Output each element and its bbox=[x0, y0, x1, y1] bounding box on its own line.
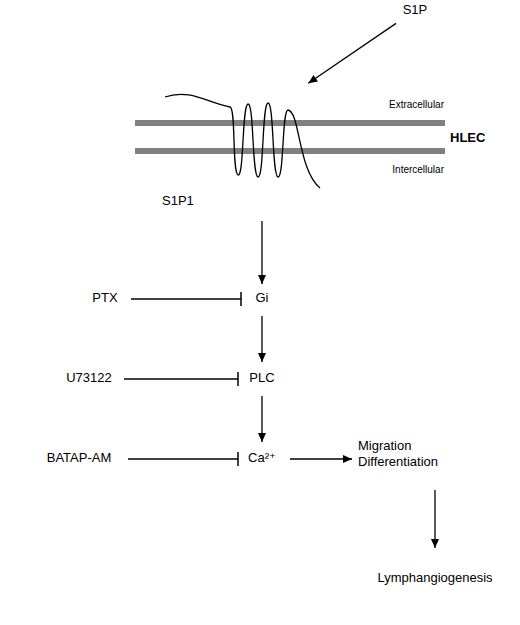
receptor-node: S1P1 bbox=[150, 85, 340, 213]
node-text: Lymphangiogenesis bbox=[375, 570, 495, 586]
inhibitor-label: BATAP-AM bbox=[38, 450, 120, 468]
region-label: Extracellular bbox=[360, 98, 444, 112]
outcome-label: Lymphangiogenesis bbox=[375, 570, 495, 588]
inhibition-connector bbox=[124, 372, 238, 386]
node-text: Ca²⁺ bbox=[242, 450, 282, 466]
connector-line bbox=[261, 221, 262, 284]
arrow-connector bbox=[258, 396, 266, 442]
node-text: Gi bbox=[245, 290, 279, 306]
pathway-step: Gi bbox=[245, 290, 279, 308]
node-text: PTX bbox=[85, 290, 125, 306]
connector-line bbox=[261, 396, 262, 442]
connector-line bbox=[290, 458, 352, 459]
arrow-connector bbox=[431, 490, 439, 548]
inhibitor-label: PTX bbox=[85, 290, 125, 308]
inhibition-connector bbox=[128, 452, 238, 466]
membrane-layer bbox=[135, 120, 445, 126]
arrow-connector bbox=[290, 455, 352, 463]
cell-label: HLEC bbox=[450, 131, 510, 145]
node-text: BATAP-AM bbox=[38, 450, 120, 466]
inhibition-bar bbox=[237, 452, 239, 466]
node-text: PLC bbox=[242, 370, 282, 386]
connector-line bbox=[128, 458, 238, 459]
connector-line bbox=[261, 316, 262, 362]
arrow-head bbox=[258, 433, 266, 442]
pathway-step: Ca²⁺ bbox=[242, 450, 282, 468]
arrow-connector bbox=[308, 23, 396, 83]
arrow-connector bbox=[258, 221, 266, 284]
receptor-symbol bbox=[165, 94, 320, 188]
inhibition-bar bbox=[240, 292, 242, 306]
region-label: Intercellular bbox=[360, 163, 444, 177]
arrow-head bbox=[258, 353, 266, 362]
node-text: Migration Differentiation bbox=[358, 438, 458, 470]
membrane-layer bbox=[135, 148, 445, 154]
connector-line bbox=[308, 23, 396, 83]
outcome-label: Migration Differentiation bbox=[358, 438, 458, 472]
arrow-connector bbox=[258, 316, 266, 362]
arrow-head bbox=[431, 539, 439, 548]
arrow-head bbox=[308, 75, 318, 83]
node-text: S1P bbox=[395, 2, 435, 18]
arrow-head bbox=[258, 275, 266, 284]
arrow-head bbox=[343, 455, 352, 463]
pathway-step: PLC bbox=[242, 370, 282, 388]
inhibition-connector bbox=[131, 292, 241, 306]
node-text: S1P1 bbox=[162, 193, 194, 209]
inhibition-bar bbox=[237, 372, 239, 386]
connector-line bbox=[434, 490, 435, 548]
connector-line bbox=[124, 378, 238, 379]
inhibitor-label: U73122 bbox=[60, 370, 118, 388]
node-text: U73122 bbox=[60, 370, 118, 386]
connector-line bbox=[131, 298, 241, 299]
ligand-label: S1P bbox=[395, 2, 435, 20]
